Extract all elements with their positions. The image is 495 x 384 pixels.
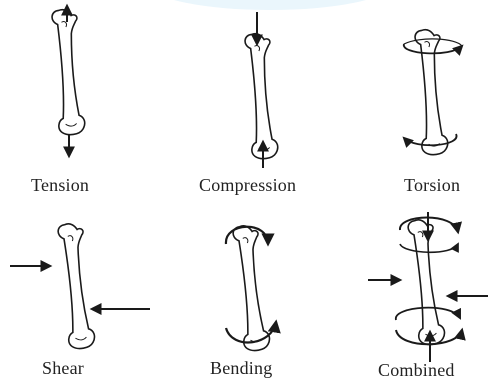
label-shear: Shear xyxy=(42,358,84,379)
torsion-figure xyxy=(404,29,462,156)
shear-figure xyxy=(10,222,150,349)
combined-figure xyxy=(368,212,488,362)
label-tension: Tension xyxy=(31,175,89,196)
tension-figure xyxy=(51,6,86,156)
compression-figure xyxy=(244,12,279,168)
bending-figure xyxy=(226,224,276,351)
label-bending: Bending xyxy=(210,358,272,379)
label-compression: Compression xyxy=(199,175,296,196)
label-combined: Combined xyxy=(378,360,455,381)
label-torsion: Torsion xyxy=(404,175,460,196)
